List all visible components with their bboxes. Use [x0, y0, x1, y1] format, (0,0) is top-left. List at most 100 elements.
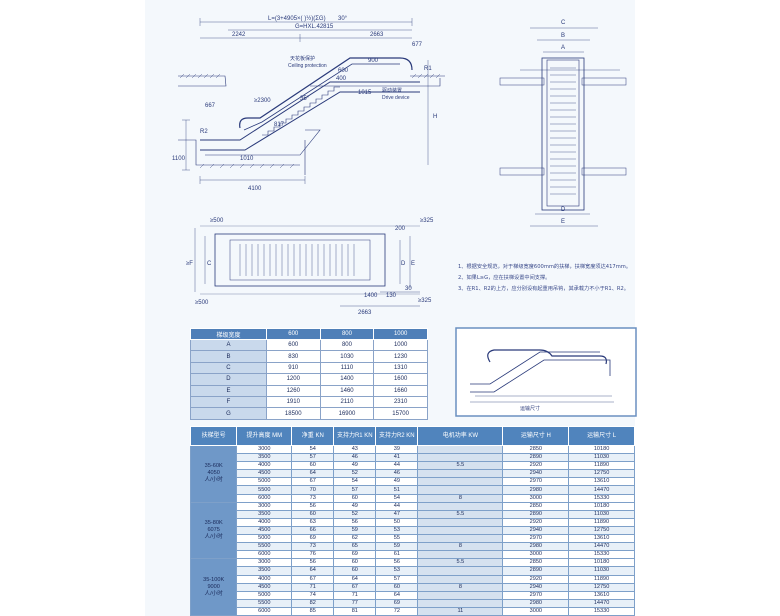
table-cell: 64: [291, 469, 335, 479]
table-cell: 5500: [236, 542, 293, 552]
plan-label-d: D: [401, 261, 406, 267]
header-cell: 提升高度 MM: [236, 426, 293, 446]
table-cell: 15330: [568, 493, 635, 503]
transport-truss-top: [470, 351, 600, 385]
table-cell: 69: [333, 550, 377, 560]
transport-truss-bottom: [470, 359, 611, 393]
table-cell: 16900: [319, 407, 375, 420]
front-label-e: E: [561, 219, 565, 225]
table-cell: 1030: [319, 350, 375, 363]
table-cell: 47: [375, 509, 419, 519]
table-cell: 2890: [502, 453, 570, 463]
dim-line-2242-2663: [200, 34, 412, 42]
dim-2242-label: 2242: [232, 32, 246, 38]
truss-top-line: [200, 81, 420, 141]
row-key: B: [190, 350, 267, 363]
table-cell: 13610: [568, 534, 635, 544]
table-cell: 57: [333, 485, 377, 495]
table-cell: 60: [291, 461, 335, 471]
table-cell: 3000: [502, 550, 570, 560]
dim-4100-label: 4100: [248, 186, 262, 192]
plan-label-e: E: [411, 261, 415, 267]
table-cell: 6000: [236, 493, 293, 503]
dim-1015-label: 1015: [358, 90, 372, 96]
table-cell: 56: [375, 558, 419, 568]
table-cell: 64: [375, 590, 419, 600]
table-cell: 2970: [502, 477, 570, 487]
note-3: 3、在R1、R2的上方，应分别设有起重用吊钩，其承载力不小于R1、R2。: [458, 284, 629, 292]
row-key: E: [190, 384, 267, 397]
table-cell: 11890: [568, 517, 635, 527]
dim-DE-plan: [399, 236, 411, 288]
dim-600-label: 600: [338, 68, 349, 74]
table-cell: 3500: [236, 566, 293, 576]
note-2: 2、如果L≥G，应在扶梯设置中间支撑。: [458, 273, 550, 281]
table-cell: 5500: [236, 485, 293, 495]
table-cell: 12750: [568, 582, 635, 592]
table-cell: 46: [333, 453, 377, 463]
table-cell: 1310: [373, 361, 428, 375]
table-cell: 56: [291, 501, 335, 511]
power-cell: 11: [417, 606, 504, 616]
table-cell: 1230: [373, 350, 428, 363]
table-cell: 67: [291, 477, 335, 487]
table-cell: 2920: [502, 574, 570, 584]
angle-35-label: 35°: [300, 96, 310, 102]
table-cell: 11030: [568, 453, 635, 463]
table-cell: 59: [375, 542, 419, 552]
row-key: G: [190, 407, 267, 420]
table-cell: 57: [291, 453, 335, 463]
table-cell: 2310: [373, 395, 428, 409]
table-cell: 2920: [502, 461, 570, 471]
table-cell: 56: [333, 517, 377, 527]
power-cell: 5.5: [417, 461, 504, 471]
table-cell: 2980: [502, 485, 570, 495]
plan-dim-130: 130: [386, 293, 397, 299]
table-cell: 49: [333, 461, 377, 471]
table-cell: 54: [291, 444, 335, 455]
table-cell: 46: [375, 469, 419, 479]
table-cell: 56: [291, 558, 335, 568]
table-header-row: 扶梯型号 提升高度 MM 净重 KN 支持力R1 KN 支持力R2 KN 电机功…: [189, 426, 635, 446]
dim-line-1100: [182, 119, 190, 171]
plan-dim-1400: 1400: [364, 293, 378, 299]
dim-bottom-plan: [340, 291, 420, 307]
model-line: 9000: [207, 583, 220, 590]
row-key: A: [190, 338, 267, 352]
header-cell: 电机功率 KW: [417, 426, 504, 446]
row-key: C: [190, 361, 267, 375]
header-cell: 运输尺寸 L: [568, 426, 635, 446]
angle-30-label: 30°: [338, 16, 348, 22]
table-cell: 2980: [502, 598, 570, 608]
header-cell: 支持力R2 KN: [375, 426, 419, 446]
table-cell: 2970: [502, 534, 570, 544]
front-label-b: B: [561, 33, 565, 39]
h-label: H: [433, 114, 437, 120]
dim-line-L: [199, 18, 413, 26]
power-cell: 5.5: [417, 509, 504, 519]
table-cell: 52: [333, 509, 377, 519]
table-cell: 44: [375, 461, 419, 471]
table-cell: 800: [319, 338, 375, 352]
plan-dim-325-bottom: ≥325: [418, 298, 432, 304]
power-cell: [417, 598, 504, 608]
table-cell: 82: [291, 598, 335, 608]
upper-left-floor: [178, 75, 227, 87]
table-cell: 64: [333, 574, 377, 584]
table-cell: 5000: [236, 477, 293, 487]
power-cell: [417, 517, 504, 527]
model-line: 人/小时: [204, 533, 223, 540]
table-cell: 81: [333, 606, 377, 616]
table-cell: 60: [333, 558, 377, 568]
pit-hatch: [199, 163, 295, 169]
